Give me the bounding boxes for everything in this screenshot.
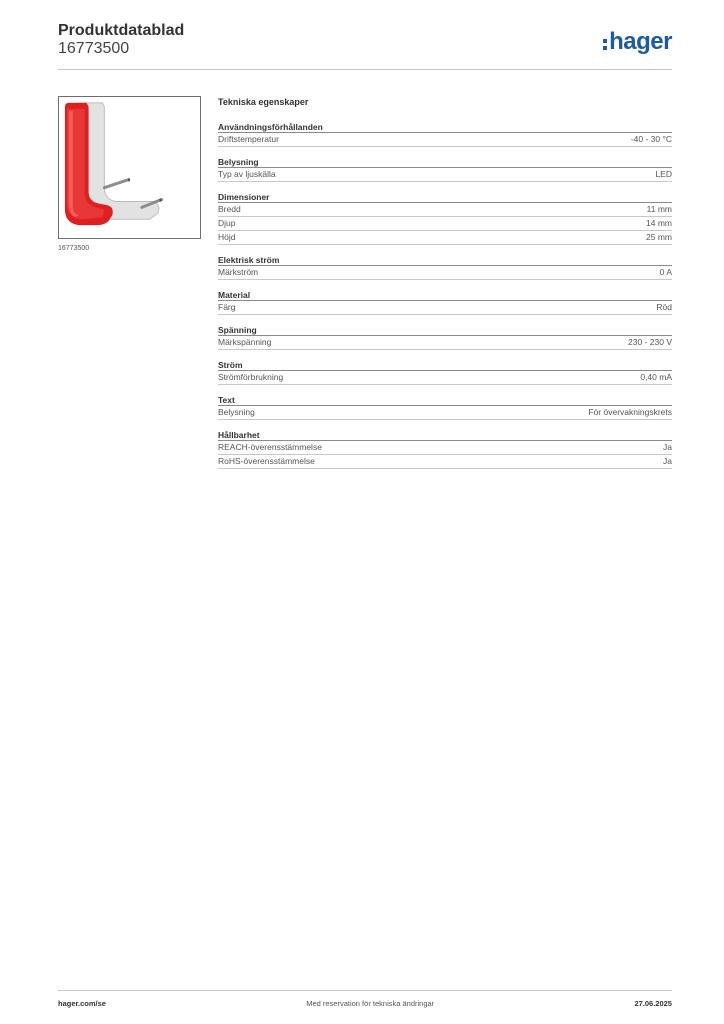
spec-value: LED — [655, 169, 672, 179]
image-caption: 16773500 — [58, 245, 90, 252]
spec-group-title: Användningsförhållanden — [218, 121, 672, 133]
spec-label: Märkström — [218, 267, 259, 277]
spec-row: Driftstemperatur -40 - 30 °C — [218, 133, 672, 147]
spec-label: Driftstemperatur — [218, 134, 279, 144]
spec-value: 25 mm — [646, 232, 672, 242]
document-date: 27.06.2025 — [634, 999, 672, 1008]
spec-label: Strömförbrukning — [218, 372, 284, 382]
spec-row: Djup 14 mm — [218, 217, 672, 231]
spec-group-title: Ström — [218, 359, 672, 371]
spec-row: Märkspänning 230 - 230 V — [218, 336, 672, 350]
spec-label: Märkspänning — [218, 337, 272, 347]
spec-value: 230 - 230 V — [628, 337, 672, 347]
logo-dots-icon — [603, 38, 608, 50]
indicator-light-icon — [64, 102, 164, 226]
spec-row: Märkström 0 A — [218, 266, 672, 280]
spec-value: 0,40 mA — [640, 372, 672, 382]
spec-value: Ja — [663, 456, 672, 466]
logo-text: hager — [609, 28, 672, 55]
spec-group-title: Material — [218, 289, 672, 301]
spec-row: Strömförbrukning 0,40 mA — [218, 371, 672, 385]
spec-label: Bredd — [218, 204, 241, 214]
hager-logo: hager — [603, 30, 672, 54]
technical-specs: Tekniska egenskaper Användningsförhållan… — [218, 96, 672, 478]
disclaimer: Med reservation för tekniska ändringar — [306, 999, 435, 1008]
spec-label: Belysning — [218, 407, 255, 417]
page-footer: hager.com/se Med reservation för teknisk… — [58, 990, 672, 1008]
spec-group-title: Elektrisk ström — [218, 254, 672, 266]
spec-value: 0 A — [659, 267, 672, 277]
spec-row: Bredd 11 mm — [218, 203, 672, 217]
spec-label: Färg — [218, 302, 236, 312]
spec-group-title: Belysning — [218, 156, 672, 168]
product-image — [58, 96, 201, 239]
spec-label: Höjd — [218, 232, 236, 242]
spec-group-title: Spänning — [218, 324, 672, 336]
spec-label: Djup — [218, 218, 236, 228]
spec-value: Ja — [663, 442, 672, 452]
spec-label: Typ av ljuskälla — [218, 169, 276, 179]
spec-group-title: Hållbarhet — [218, 429, 672, 441]
product-number: 16773500 — [58, 40, 130, 57]
document-title: Produktdatablad — [58, 22, 185, 39]
spec-value: 11 mm — [646, 204, 672, 214]
spec-row: Höjd 25 mm — [218, 231, 672, 245]
website-link[interactable]: hager.com/se — [58, 999, 106, 1008]
spec-row: Typ av ljuskälla LED — [218, 168, 672, 182]
spec-value: För övervakningskrets — [588, 407, 672, 417]
spec-value: 14 mm — [646, 218, 672, 228]
specs-heading: Tekniska egenskaper — [218, 97, 309, 107]
spec-row: REACH-överensstämmelse Ja — [218, 441, 672, 455]
spec-group-title: Text — [218, 394, 672, 406]
spec-value: -40 - 30 °C — [630, 134, 672, 144]
spec-value: Röd — [656, 302, 672, 312]
spec-label: REACH-överensstämmelse — [218, 442, 322, 452]
spec-row: Belysning För övervakningskrets — [218, 406, 672, 420]
page-header: Produktdatablad 16773500 hager — [58, 22, 672, 70]
spec-row: Färg Röd — [218, 301, 672, 315]
spec-row: RoHS-överensstämmelse Ja — [218, 455, 672, 469]
spec-label: RoHS-överensstämmelse — [218, 456, 315, 466]
spec-group-title: Dimensioner — [218, 191, 672, 203]
